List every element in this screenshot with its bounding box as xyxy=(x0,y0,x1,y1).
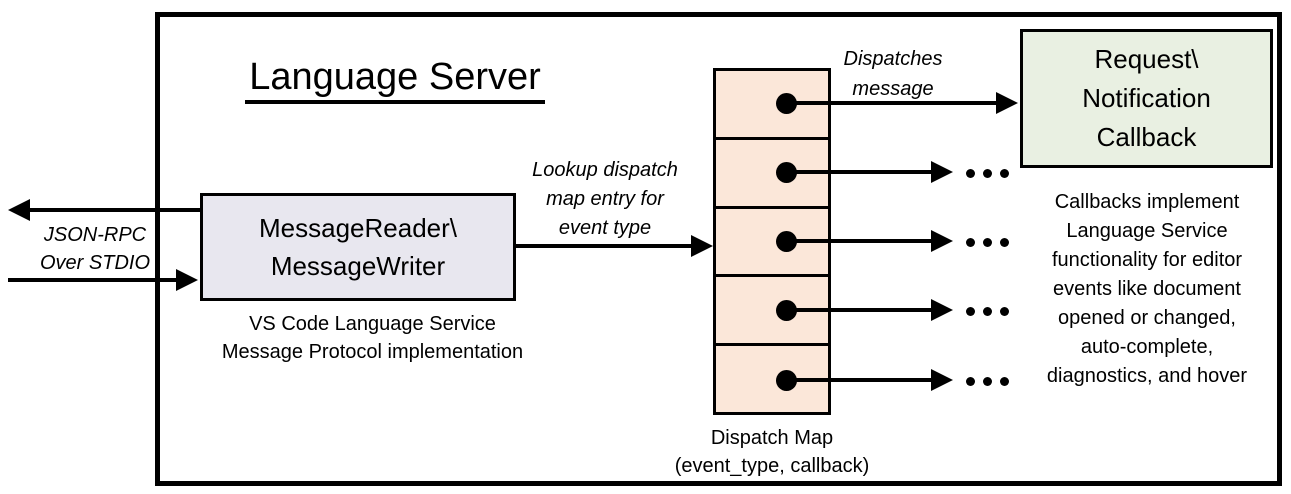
dispatch-arrowhead-icon xyxy=(931,299,953,321)
stdio-in-arrow-line xyxy=(8,278,178,282)
lookup-arrow-line xyxy=(516,244,693,248)
lookup-arrowhead-icon xyxy=(691,235,713,257)
dispatch-arrowhead-icon xyxy=(931,369,953,391)
ellipsis-icon xyxy=(966,376,1009,386)
ellipsis-icon xyxy=(966,237,1009,247)
dispatch-map-label: Dispatch Map (event_type, callback) xyxy=(674,427,870,477)
stdio-label: JSON-RPC Over STDIO xyxy=(39,224,150,274)
dispatch-arrow-line xyxy=(786,308,933,312)
stdio-out-arrow-line xyxy=(26,208,200,212)
lookup-arrow-label: Lookup dispatch map entry for event type xyxy=(532,159,678,239)
stdio-in-arrowhead-icon xyxy=(176,269,198,291)
reader-caption: VS Code Language Service Message Protoco… xyxy=(221,313,524,363)
language-server-boundary xyxy=(155,12,1282,486)
dispatch-map-cell xyxy=(716,139,828,209)
dispatch-map-cell xyxy=(716,71,828,140)
dispatch-arrowhead-icon xyxy=(996,92,1018,114)
message-reader-writer-box: MessageReader\ MessageWriter xyxy=(200,193,516,301)
ellipsis-icon xyxy=(966,168,1009,178)
dispatch-arrow-line xyxy=(786,239,933,243)
dispatch-arrow-line xyxy=(786,170,933,174)
dispatch-arrow-line xyxy=(786,378,933,382)
dispatch-arrow-line xyxy=(786,101,998,105)
dispatch-arrowhead-icon xyxy=(931,161,953,183)
dispatch-arrowhead-icon xyxy=(931,230,953,252)
page-title-text: Language Server xyxy=(245,56,545,104)
stdio-out-arrowhead-icon xyxy=(8,199,30,221)
callbacks-note: Callbacks implement Language Service fun… xyxy=(1046,191,1248,387)
ellipsis-icon xyxy=(966,306,1009,316)
page-title: Language Server xyxy=(195,56,595,104)
dispatches-arrow-label: Dispatches message xyxy=(843,48,943,100)
request-notification-callback-box: Request\ Notification Callback xyxy=(1020,29,1273,168)
